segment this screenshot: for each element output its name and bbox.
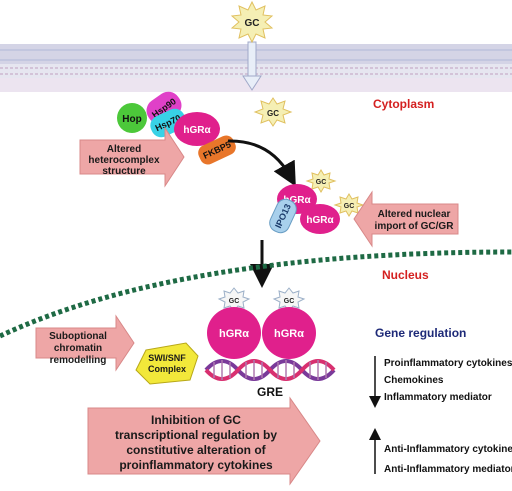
arrow-text-line: structure <box>102 166 146 177</box>
arrow-text-line: Altered nuclear <box>378 209 451 220</box>
fkbp5-protein <box>198 135 236 165</box>
arrow-text-line: heterocomplex <box>88 155 160 166</box>
gc-label: GC <box>229 298 240 305</box>
hgr-protein <box>262 307 316 359</box>
arrow-text-line: remodelling <box>50 355 107 366</box>
inhibition-arrow: Inhibition of GC transcriptional regulat… <box>87 396 321 486</box>
hgr-label: hGRα <box>283 195 311 206</box>
arrow-text-line: constitutive alteration of <box>126 443 266 457</box>
arrow-text-line: import of GC/GR <box>375 221 455 232</box>
arrow-text-line: Suboptional <box>49 331 107 342</box>
nuclear-envelope <box>0 249 512 339</box>
gc-label: GC <box>344 203 355 210</box>
dna-helix <box>204 359 336 381</box>
gc-label: GC <box>245 18 260 29</box>
hgr-label: hGRα <box>274 328 304 340</box>
hgr-label: hGRα <box>183 125 211 136</box>
hgr-protein <box>300 204 340 234</box>
arrow-text-line: Altered <box>107 144 141 155</box>
swi-snf-label: SWI/SNF <box>148 353 186 363</box>
arrow-text-line: proinflammatory cytokines <box>119 458 273 472</box>
arrow-text-line: transcriptional regulation by <box>115 428 277 442</box>
swi-snf-complex: SWI/SNF Complex <box>135 342 199 385</box>
hop-protein <box>117 103 147 133</box>
up-gene-item: Anti-Inflammatory mediator <box>384 464 512 475</box>
gre-label: GRE <box>257 385 283 399</box>
chromatin-remodelling-arrow: Suboptional chromatin remodelling <box>35 314 135 372</box>
swi-snf-label: Complex <box>148 364 186 374</box>
hgr-protein <box>174 112 220 146</box>
membrane-entry-arrow <box>242 41 262 91</box>
gr-import-complex: GC GC hGRα hGRα IPO13 <box>269 169 365 234</box>
down-gene-item: Inflammatory mediator <box>384 392 492 403</box>
gc-ligand-cytoplasm: GC <box>253 97 293 127</box>
ipo13-protein <box>269 198 297 234</box>
gc-ligand-top: GC <box>230 0 274 44</box>
hgr-label: hGRα <box>219 328 249 340</box>
down-gene-item: Chemokines <box>384 375 444 386</box>
altered-import-arrow: Altered nuclear import of GC/GR <box>353 190 459 248</box>
hgr-label: hGRα <box>306 215 334 226</box>
arrow-text-line: chromatin <box>54 343 102 354</box>
gc-label: GC <box>316 179 327 186</box>
hgr-protein <box>207 307 261 359</box>
up-gene-item: Anti-Inflammatory cytokines <box>384 444 512 455</box>
cytoplasm-title: Cytoplasm <box>373 97 434 111</box>
gr-heterocomplex: Hsp90 Hop Hsp70 hGRα FKBP5 <box>117 91 236 165</box>
gc-label: GC <box>284 298 295 305</box>
gc-label: GC <box>267 109 279 118</box>
nucleus-title: Nucleus <box>382 268 429 282</box>
altered-heterocomplex-arrow: Altered heterocomplex structure <box>79 126 185 188</box>
translocation-curve-arrow <box>227 139 296 187</box>
down-gene-item: Proinflammatory cytokines <box>384 358 512 369</box>
gene-regulation-title: Gene regulation <box>375 326 466 340</box>
hop-label: Hop <box>122 114 141 125</box>
arrow-text-line: Inhibition of GC <box>151 413 241 427</box>
nuclear-gr-dimer: GC GC hGRα hGRα <box>207 287 316 359</box>
